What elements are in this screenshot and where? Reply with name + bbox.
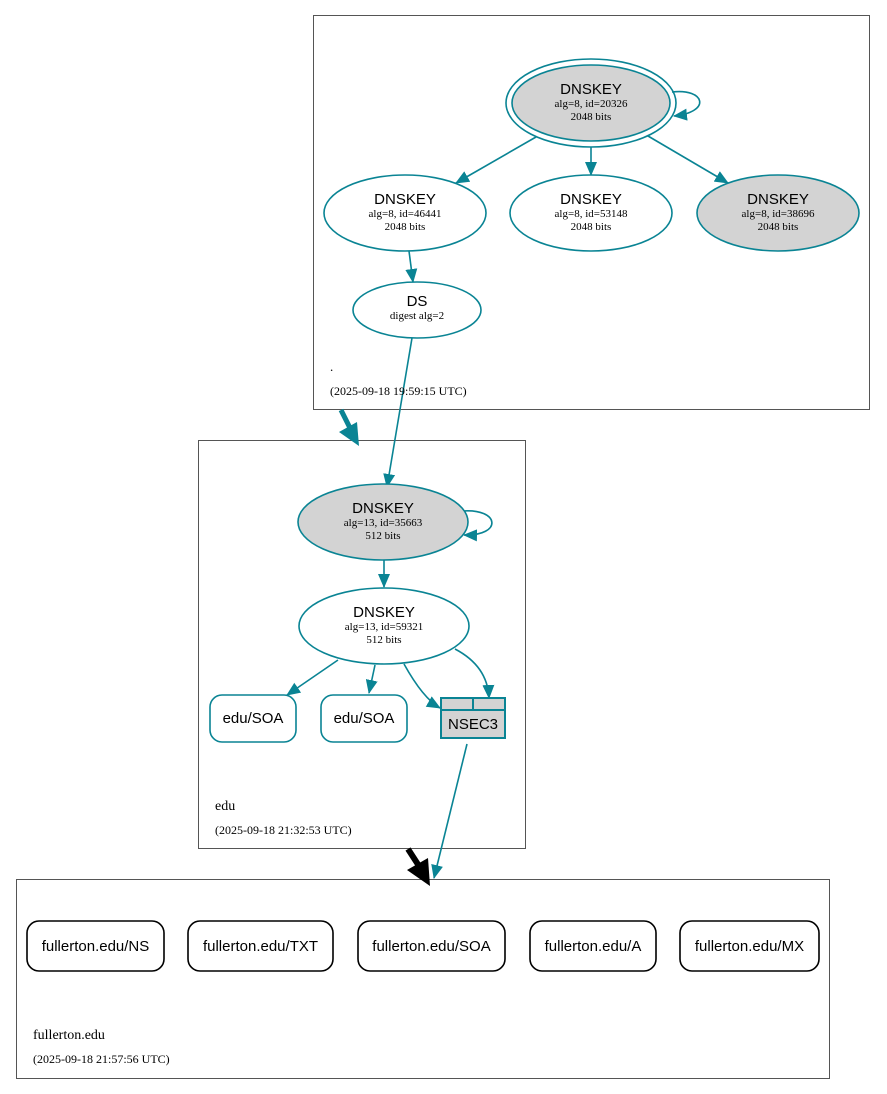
edge-nsec3-fullerton [431,743,468,879]
delegation-root-edu-head [339,422,359,446]
root-dnskey-46441-title: DNSKEY [374,191,436,208]
edge-root-ksk-46441 [455,136,537,184]
root-dnskey-53148: DNSKEY alg=8, id=53148 2048 bits [509,174,673,252]
edu-dnskey-59321-bits: 512 bits [366,634,401,646]
edu-soa-1: edu/SOA [209,694,297,743]
fullerton-record-soa-label: fullerton.edu/SOA [372,938,490,955]
root-dnskey-46441-id: alg=8, id=46441 [369,208,442,220]
root-dnskey-53148-title: DNSKEY [560,191,622,208]
fullerton-record-ns-label: fullerton.edu/NS [42,938,150,955]
edge-root-ksk-38696 [647,135,729,184]
fullerton-record-mx-label: fullerton.edu/MX [695,938,804,955]
fullerton-record-ns: fullerton.edu/NS [26,920,165,972]
root-dnskey-20326-bits: 2048 bits [571,111,612,123]
edu-dnskey-59321-id: alg=13, id=59321 [345,621,423,633]
fullerton-record-soa: fullerton.edu/SOA [357,920,506,972]
edge-root-ksk-self [671,90,701,121]
edge-ds-edu-ksk [383,337,413,488]
zone-root-name: . [330,359,333,374]
root-dnskey-46441-bits: 2048 bits [385,221,426,233]
root-dnskey-38696-id: alg=8, id=38696 [742,208,815,220]
root-dnskey-53148-bits: 2048 bits [571,221,612,233]
root-ds: DS digest alg=2 [352,281,482,339]
edu-dnskey-59321: DNSKEY alg=13, id=59321 512 bits [298,587,470,665]
edu-dnskey-35663-bits: 512 bits [365,530,400,542]
fullerton-record-a-label: fullerton.edu/A [545,938,642,955]
root-dnskey-20326-title: DNSKEY [560,81,622,98]
zone-fullerton-timestamp: (2025-09-18 21:57:56 UTC) [33,1052,170,1066]
fullerton-record-a: fullerton.edu/A [529,920,657,972]
zone-edu-timestamp: (2025-09-18 21:32:53 UTC) [215,823,352,837]
edu-soa-2-label: edu/SOA [334,710,395,727]
root-ds-digest: digest alg=2 [390,310,444,322]
edge-edu-zsk-soa1 [286,659,339,696]
delegation-edu-fullerton-head [407,858,430,886]
edu-soa-1-label: edu/SOA [223,710,284,727]
root-dnskey-38696-bits: 2048 bits [758,221,799,233]
edu-dnskey-59321-title: DNSKEY [353,604,415,621]
edge-edu-ksk-self [461,510,493,542]
delegation-edu-fullerton [405,847,422,868]
edu-dnskey-35663: DNSKEY alg=13, id=35663 512 bits [297,483,469,561]
zone-edu-box [198,440,526,849]
zone-fullerton-box [16,879,830,1079]
root-dnskey-20326: DNSKEY alg=8, id=20326 2048 bits [505,58,677,148]
edge-46441-ds [405,250,418,283]
root-ds-title: DS [407,293,428,310]
edu-nsec3: NSEC3 [440,697,506,739]
root-dnskey-53148-id: alg=8, id=53148 [555,208,628,220]
edu-soa-2: edu/SOA [320,694,408,743]
root-dnskey-20326-id: alg=8, id=20326 [555,98,628,110]
edu-dnskey-35663-id: alg=13, id=35663 [344,517,423,529]
edge-edu-zsk-soa2 [365,664,378,694]
edge-edu-zsk-nsec3-a [403,663,441,709]
root-dnskey-38696-title: DNSKEY [747,191,809,208]
fullerton-record-txt: fullerton.edu/TXT [187,920,334,972]
edu-dnskey-35663-title: DNSKEY [352,500,414,517]
fullerton-record-txt-label: fullerton.edu/TXT [203,938,318,955]
fullerton-record-mx: fullerton.edu/MX [679,920,820,972]
zone-fullerton-name: fullerton.edu [33,1028,105,1043]
root-dnskey-38696: DNSKEY alg=8, id=38696 2048 bits [696,174,860,252]
zone-root-timestamp: (2025-09-18 19:59:15 UTC) [330,384,467,398]
edge-edu-zsk-nsec3-b [454,648,495,699]
zone-edu-name: edu [215,799,235,814]
root-dnskey-46441: DNSKEY alg=8, id=46441 2048 bits [323,174,487,252]
zone-root-box [313,15,870,410]
edu-nsec3-label: NSEC3 [448,716,498,733]
